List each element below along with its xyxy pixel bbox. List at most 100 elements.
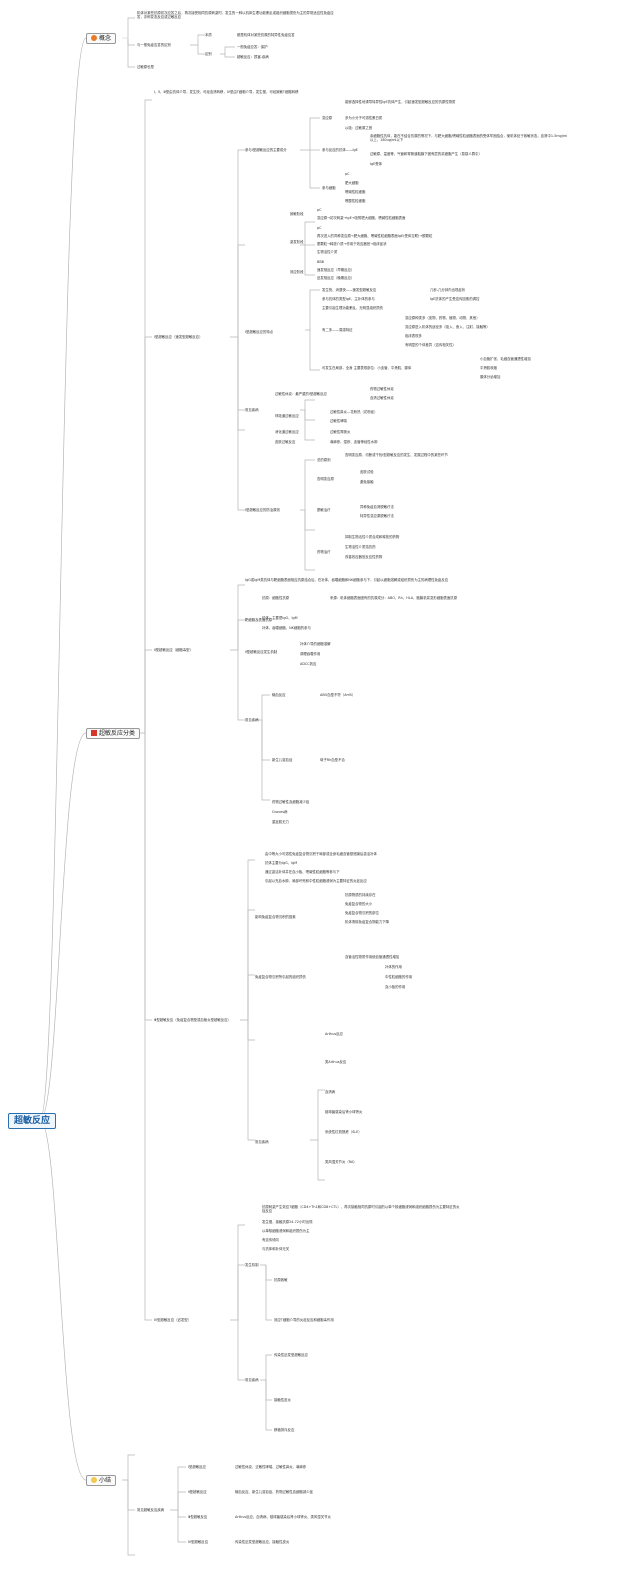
type3-intro-2: 通过激活补体并在血小板、嗜碱性粒细胞等参与下 [265, 870, 340, 874]
type2-disease-detail-1: 母子Rh血型不合 [320, 758, 345, 762]
type1-feat-13: 腺体分泌增加 [480, 375, 501, 379]
type1-feat-11: 小血管扩张、毛细血管通透性增加 [480, 357, 531, 361]
type2-antigen-2: 抗体：主要是IgG、IgM [262, 616, 298, 620]
type1-allergen-0: 能够选择性地诱导特异性IgE抗体产生，引起速发型超敏反应的抗原性物质 [345, 100, 456, 104]
type1-feat-6: 变应原种类多（皮物、药物、植物、动物、其他） [405, 316, 480, 320]
type1-disease-label: 常见疾病 [245, 408, 259, 412]
type3-factor-2: 免疫复合物沉积的部位 [345, 911, 379, 915]
type2-title[interactable]: Ⅱ型超敏反应（细胞毒型） [154, 648, 193, 652]
type3-damage-2: 血小板的作用 [385, 985, 406, 989]
type1-prev-top-1: 查明变应原 [317, 477, 334, 481]
type2-disease-1: 新生儿溶血症 [272, 758, 293, 762]
type1-prev-2: 皮肤试验 [360, 470, 374, 474]
type2-damage-0: 补体介导的细胞溶解 [300, 642, 331, 646]
type1-disease-6: 消化道过敏反应 [275, 430, 299, 434]
type1-cell-3: 嗜酸性粒细胞 [345, 199, 366, 203]
type1-sens-0: pC [317, 208, 322, 212]
summary-row-0-text: 过敏性休克、过敏性哮喘、过敏性鼻炎、荨麻疹 [235, 1465, 307, 1469]
type3-disease-5: 类风湿关节炎（RA） [325, 1160, 357, 1164]
type1-feature-label: Ⅰ型超敏反应的特点 [245, 330, 274, 334]
root-node[interactable]: 超敏反应 [8, 1113, 57, 1129]
summary-row-2-type: Ⅲ型超敏反应 [188, 1515, 208, 1519]
type1-feat-12: 平滑肌收缩 [480, 366, 497, 370]
section-concept[interactable]: 概念 [86, 33, 117, 44]
type3-factor-1: 免疫复合物的大小 [345, 902, 373, 906]
type4-intro-2: 以单核细胞浸润和组织损伤为主 [262, 1229, 310, 1233]
type1-feat-0: 发生快、消退快——速发型超敏反应 [322, 288, 377, 292]
type1-prev-8: 抑制生物活性介质合成和释放的药物 [345, 535, 400, 539]
type3-disease-1: 类Arthus反应 [325, 1060, 347, 1064]
type1-allergen-label: 变应原 [322, 116, 333, 120]
type1-act-label: 激发阶段 [290, 240, 304, 244]
type4-disease-1: 接触性皮炎 [274, 1398, 291, 1402]
type1-prev-6: 特异性变应原脱敏疗法 [360, 514, 394, 518]
type3-factor-3: 机体清除免疫复合物能力下降 [345, 920, 390, 924]
type1-components-label: 参与Ⅰ型超敏反应的主要成分 [245, 148, 287, 152]
type1-prevent-label: Ⅰ型超敏反应的防治原则 [245, 508, 280, 512]
type2-disease-label: 常见疾病 [245, 718, 259, 722]
type1-cell-1: 肥大细胞 [345, 181, 359, 185]
type1-disease-2: 血清过敏性休克 [370, 396, 394, 400]
type1-sens-1: 变应原→初次刺激→IgE→吸附肥大细胞、嗜碱性粒细胞表面 [317, 216, 406, 220]
type1-prev-top-2: 脱敏治疗 [317, 508, 331, 512]
type2-disease-3: Graves病 [272, 810, 288, 814]
type1-cell-label: 参与细胞 [322, 186, 336, 190]
flag-icon [91, 730, 97, 736]
type1-feat-2: 参与抗体的类型IgE，主补体的参与 [322, 297, 375, 301]
type1-title[interactable]: Ⅰ型超敏反应（速发型超敏反应） [154, 335, 203, 339]
summary-label: 常见超敏反应疾病 [137, 1508, 165, 1512]
type1-prev-10: 改善效应器官反应性药物 [345, 555, 383, 559]
type1-eff-1: 速发相反应（早期反应） [317, 268, 355, 272]
type3-damage-1: 中性粒细胞的作用 [385, 975, 413, 979]
type1-allergen-2: 以吸：过敏原之首 [345, 126, 373, 130]
type1-disease-4: 过敏性鼻炎—花粉热（花粉症） [330, 410, 378, 414]
star-icon [91, 35, 97, 41]
summary-row-1-type: Ⅱ型超敏反应 [188, 1490, 207, 1494]
type1-antibody-0: 亲细胞性抗体，能在不结合抗原的情况下，与肥大细胞/嗜碱性粒细胞表面的受体牢固结合… [370, 134, 568, 143]
concept-definition: 机体对某些抗原初次应答之后，再次接受相同抗原刺激时，发生的一种以机体生理功能紊乱… [137, 11, 334, 20]
type1-act-0: pC [317, 226, 322, 230]
type3-disease-0: Arthus反应 [325, 1032, 343, 1036]
type3-intro-3: 引起以充血水肿、局部坏死和中性粒细胞浸润为主要特征的炎症反应 [265, 879, 367, 883]
type4-disease-0: 传染性迟发型超敏反应 [274, 1353, 308, 1357]
type1-disease-8: 皮肤过敏反应 [275, 440, 296, 444]
type4-intro-4: 与抗体和补体无关 [262, 1247, 290, 1251]
concept-hyper-text: 超敏反应：损害-疾病 [237, 55, 269, 59]
type4-mech-0: 抗原致敏 [274, 1278, 288, 1282]
type1-antibody-1: 过敏原、温度等、气管和胃肠道黏膜下固有层的浆细胞产生（易感人群引） [370, 152, 482, 156]
type4-intro-1: 发生慢，接触抗原24-72小时出现 [262, 1220, 313, 1224]
summary-row-3-text: 传染性迟发型超敏反应、接触性皮炎 [235, 1540, 290, 1544]
type3-disease-4: 系统性红斑狼疮（SLE） [325, 1130, 362, 1134]
concept-diff-label: 与一般免疫应答的区别 [137, 43, 171, 47]
concept-nature-label: 本质 [205, 33, 212, 37]
section-summary[interactable]: 小结 [86, 1475, 117, 1486]
section-types[interactable]: 超敏反应分类 [86, 728, 141, 739]
type4-mech-label: 发生机制 [245, 1263, 259, 1267]
type1-feat-7: 变应原进入机体的途径多（吸入、食入、注射、接触等） [405, 325, 490, 329]
concept-nature-text: 都是机体对某些抗原的特异性免疫应答 [237, 33, 295, 37]
type2-mech-label: Ⅱ型超敏反应发生机制 [245, 650, 278, 654]
type1-disease-0: 过敏性休克：最严重的Ⅰ型超敏反应 [275, 392, 327, 396]
type1-eff-label: 效应阶段 [290, 270, 304, 274]
type1-feat-4: 主要引起生理功能紊乱，无明显组织损伤 [322, 306, 384, 310]
type3-factor-0: 抗原物质的持续存在 [345, 893, 376, 897]
type3-disease-2: 血清病 [325, 1090, 336, 1094]
type1-cell-2: 嗜碱性粒细胞 [345, 190, 366, 194]
type1-feat-1: 几秒-几分钟内出现症状 [430, 288, 466, 292]
type3-factors-label: 影响免疫复合物沉积的因素 [255, 915, 296, 919]
concept-general-text: 一般免疫应答：保护 [237, 45, 268, 49]
type4-disease-2: 移植排斥反应 [274, 1428, 295, 1432]
type2-disease-4: 重症肌无力 [272, 820, 289, 824]
type2-antigen-1: 来源：机体细胞表面固有的抗原成分：ABO、Rh、HLA、胞膜机浆变形细胞表面抗原 [330, 596, 458, 600]
type2-damage-2: ADCC效应 [300, 662, 317, 666]
type1-feat-9: 有明显的个体差异（遗传相关性） [405, 343, 456, 347]
type1-disease-1: 药物过敏性休克 [370, 387, 394, 391]
type4-intro-3: 有遗传倾向 [262, 1238, 279, 1242]
type1-antibody-label: 参与反应的抗体——IgE [322, 148, 358, 152]
type2-disease-detail-0: ABO血型不符（A↔B） [320, 693, 356, 697]
type3-title[interactable]: Ⅲ型超敏反应（免疫复合物型或血管炎型超敏反应） [154, 1018, 231, 1022]
type4-title[interactable]: Ⅳ型超敏反应（迟发型） [154, 1318, 192, 1322]
type3-disease-3: 链球菌感染后肾小球肾炎 [325, 1110, 363, 1114]
concept-difference-label: 区别 [205, 52, 212, 56]
